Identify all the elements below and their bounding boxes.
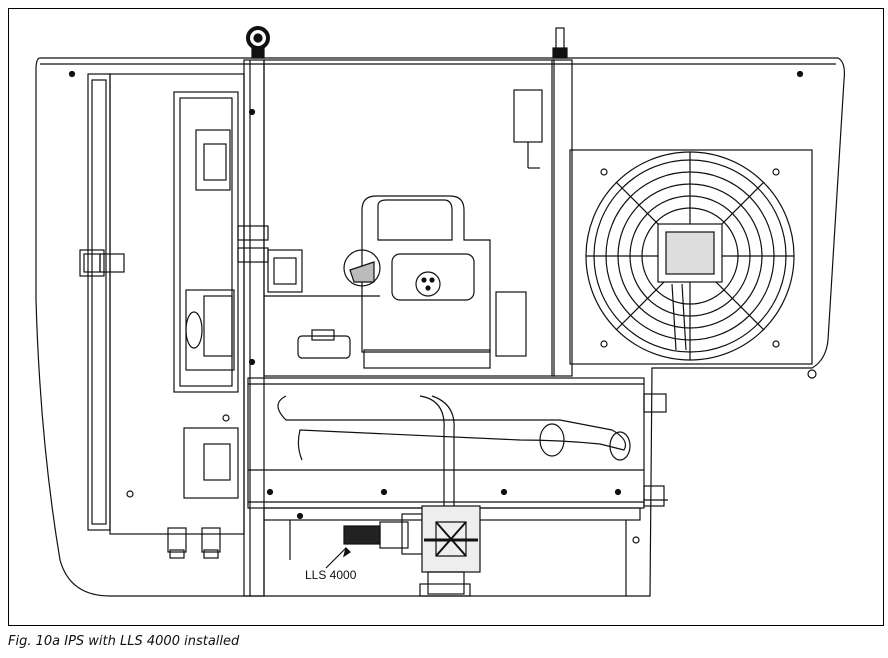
compressor-compartment [263, 59, 555, 377]
compressor-body [361, 195, 491, 353]
housing-outline [35, 57, 845, 597]
top-bolt-icon [552, 27, 568, 59]
figure-frame [8, 8, 884, 626]
electrical-cabinet [68, 70, 245, 559]
lls-4000-sensor [325, 505, 481, 597]
evaporator-housing [247, 377, 668, 509]
relay-icon [343, 249, 381, 287]
figure-caption: Fig. 10a IPS with LLS 4000 installed [8, 634, 240, 649]
lifting-eye-icon [246, 26, 270, 59]
lls-4000-callout: LLS 4000 [305, 568, 357, 582]
drain-tube [277, 395, 627, 461]
condenser-fan-section [551, 59, 817, 379]
compressor-terminal [415, 271, 441, 297]
